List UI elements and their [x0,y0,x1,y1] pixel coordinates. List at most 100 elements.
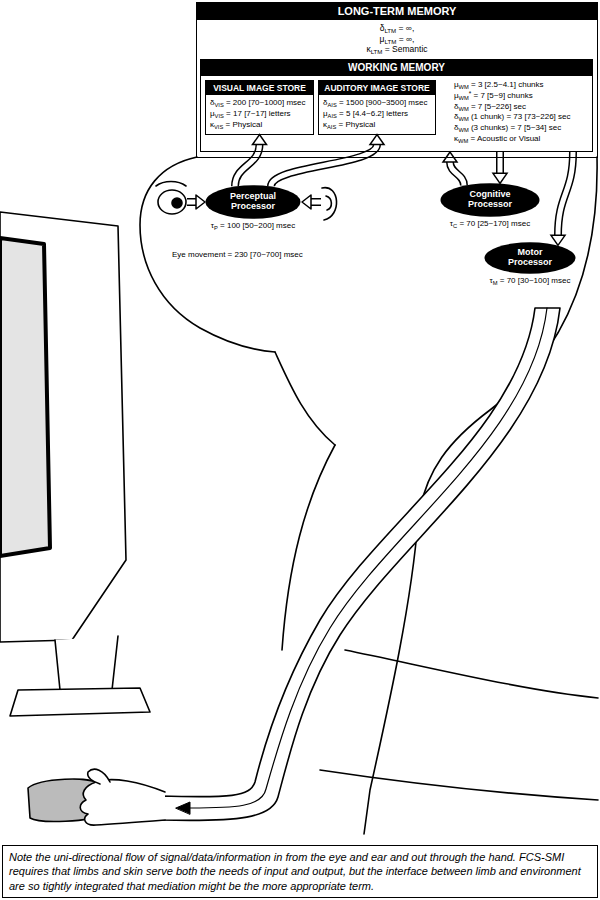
box-heading: AUDITORY IMAGE STORE [319,81,435,95]
ear-inner [326,196,331,210]
arrow-outline [271,145,377,187]
arm-signal-line [190,308,547,808]
arrow-body [558,152,573,235]
pupil [172,198,182,208]
parameter-text: δWM (3 chunks) = 7 [5~34] sec [454,123,561,134]
monitor-screen [0,238,50,556]
subscript: VIS [214,124,223,130]
parameter-text: δLTM = ∞, [380,23,415,34]
subscript: WM [459,84,469,90]
parameter-text: δWM (1 chunk) = 73 [73~226] sec [454,112,571,123]
eyebrow [156,182,186,187]
arrow-head [443,152,457,162]
box-heading: LONG-TERM MEMORY [197,3,597,20]
chair-line [345,650,598,698]
flow-arrow [551,152,573,245]
eye-arrow-outline [187,198,196,206]
parameter-text: κVIS = Physical [210,120,262,131]
parameter-text: μWM* = 7 [5~9] chunks [454,91,533,102]
subscript: WM [459,95,469,101]
subscript: AIS [327,102,336,108]
subscript: LTM [371,48,383,55]
parameter-text: δVIS = 200 [70~1000] msec [210,98,306,109]
hand [80,780,165,825]
subscript: WM [458,116,468,122]
store-box: AUDITORY IMAGE STOREδAIS = 1500 [900~350… [318,80,436,135]
timing-label: Eye movement = 230 [70~700] msec [172,250,303,260]
arrow-head [493,173,507,183]
store-box: VISUAL IMAGE STORE δVIS = 200 [70~1000] m… [205,80,314,135]
subscript: AIS [328,113,337,119]
arm-signal-head [176,802,190,814]
arrow-body [450,162,464,185]
caption-text: Note the uni-directional flow of signal/… [9,850,591,893]
ellipse-shape [484,242,575,273]
eye-arrow-head [196,195,205,209]
parameter-text: μAIS = 5 [4.4~6.2] letters [323,109,408,120]
subscript: VIS [214,102,223,108]
arm-tube [160,308,560,820]
subscript: P [214,225,218,231]
eye [158,190,186,214]
parameter-text: μLTM = ∞, [380,34,415,45]
subscript: WM [458,138,468,144]
parameter-text: κLTM = Semantic [366,44,427,55]
monitor-stand [55,636,118,690]
parameter-text: μWM = 3 [2.5~4.1] chunks [454,80,544,91]
processor-ellipse: Cognitive ProcessorτC = 70 [25~170] msec [440,183,540,217]
processor-time-wrap: τC = 70 [25~170] msec [440,219,540,229]
flow-arrow [235,135,267,187]
figure-group [0,157,598,834]
ear-arrow-outline [311,198,321,206]
processor-name: Perceptual Processor [218,192,288,212]
flow-arrow [493,152,507,183]
arrow-head [253,135,267,145]
subscript: WM [458,127,468,133]
chair-line [320,770,598,800]
arrow-outline [558,152,573,235]
parameter-text: δWM = 7 [5~226] sec [454,102,526,113]
eye-arrow-body [187,200,196,205]
subscript: AIS [327,124,336,130]
box-heading: VISUAL IMAGE STORE [206,81,313,95]
flow-arrow [271,135,384,187]
head-back-outline [364,157,597,834]
monitor-base [10,688,150,716]
processor-name: Cognitive Processor [453,190,527,210]
neck-line [275,352,335,445]
arrow-outline [450,162,464,185]
processor-name: Motor Processor [497,248,563,268]
arrow-head [551,235,565,245]
subscript: C [453,223,457,229]
caption-box: Note the uni-directional flow of signal/… [2,845,598,898]
subscript: VIS [215,113,224,119]
subscript: LTM [385,38,397,45]
arrow-body [271,145,377,187]
parameter-column: μWM = 3 [2.5~4.1] chunksμWM* = 7 [5~9] c… [454,80,571,145]
processor-time: τC = 70 [25~170] msec [440,219,540,229]
label-wrap: Eye movement = 230 [70~700] msec [172,250,303,260]
processor-time: τP = 100 [50~200] msec [205,221,301,231]
processor-ellipse: Motor ProcessorτM = 70 [30~100] msec [484,242,576,274]
subscript: M [493,280,498,286]
memory-box: WORKING MEMORY μWM = 3 [2.5~4.1] chunksμW… [200,59,593,152]
ellipse-shape [441,183,540,216]
processor-ellipse: Perceptual ProcessorτP = 100 [50~200] ms… [205,185,301,219]
memory-box: LONG-TERM MEMORY δLTM = ∞,μLTM = ∞,κLTM =… [196,2,598,158]
ear [322,188,337,220]
thumb [88,769,110,784]
arrow-body [235,145,260,187]
parameter-text: κAIS = Physical [323,120,375,131]
ear-arrow-body [311,200,321,205]
subscript: LTM [384,27,396,34]
superscript: * [469,90,472,97]
ellipse-shape [205,185,300,218]
ear-arrow-head [302,195,311,209]
processor-time: τM = 70 [30~100] msec [484,276,576,286]
arrow-head [370,135,384,145]
arrow-body [498,152,503,173]
arrow-outline [496,152,504,173]
box-heading: WORKING MEMORY [201,60,592,76]
monitor-case [0,212,126,642]
